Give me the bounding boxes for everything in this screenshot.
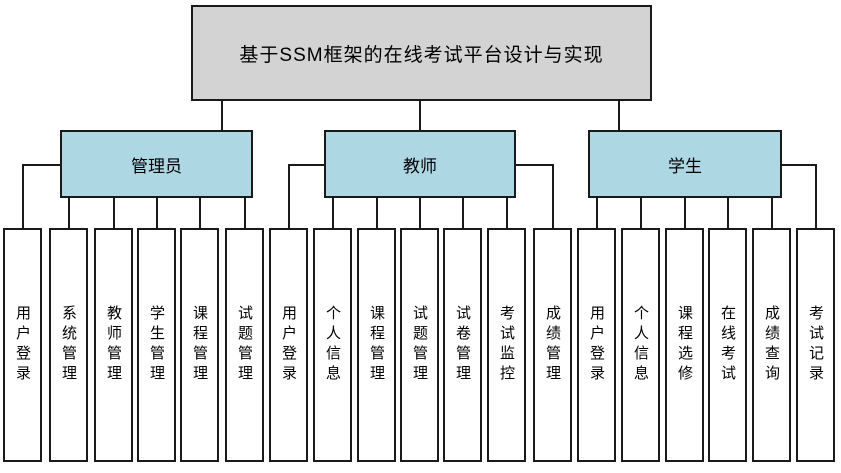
leaf-node-teacher-user-login: 用户登录 <box>269 228 308 462</box>
leaf-label: 用户登录 <box>14 305 31 385</box>
connector-teacher-drop-5 <box>506 197 508 229</box>
leaf-node-admin-student-mgmt: 学生管理 <box>137 228 176 462</box>
connector-admin-drop-2 <box>113 197 115 229</box>
leaf-label: 系统管理 <box>60 305 77 385</box>
leaf-node-teacher-course-mgmt: 课程管理 <box>357 228 396 462</box>
leaf-label: 试题管理 <box>411 305 428 385</box>
leaf-node-teacher-exam-monitor: 考试监控 <box>487 228 526 462</box>
leaf-label: 试卷管理 <box>454 305 471 385</box>
connector-root-student <box>618 100 620 131</box>
leaf-node-admin-question-mgmt: 试题管理 <box>225 228 264 462</box>
group-node-admin-label: 管理员 <box>131 156 182 176</box>
leaf-label: 课程选修 <box>676 305 693 385</box>
root-node-label: 基于SSM框架的在线考试平台设计与实现 <box>239 44 604 66</box>
connector-student-drop-2 <box>640 197 642 229</box>
connector-teacher-drop-4 <box>462 197 464 229</box>
leaf-node-teacher-paper-mgmt: 试卷管理 <box>443 228 482 462</box>
leaf-label: 学生管理 <box>148 305 165 385</box>
connector-teacher-drop-2 <box>376 197 378 229</box>
leaf-node-student-course-elective: 课程选修 <box>665 228 704 462</box>
connector-teacher-drop-3 <box>419 197 421 229</box>
connector-teacher-drop-1 <box>332 197 334 229</box>
connector-student-drop-3 <box>684 197 686 229</box>
group-node-student: 学生 <box>588 130 782 198</box>
leaf-label: 考试记录 <box>807 305 824 385</box>
connector-teacher-left-elbow-v <box>288 164 290 229</box>
leaf-node-admin-course-mgmt: 课程管理 <box>180 228 219 462</box>
connector-teacher-left-elbow-h <box>288 164 326 166</box>
leaf-node-admin-user-login: 用户登录 <box>3 228 42 462</box>
leaf-node-student-user-login: 用户登录 <box>577 228 616 462</box>
leaf-node-teacher-question-mgmt: 试题管理 <box>400 228 439 462</box>
group-node-teacher: 教师 <box>324 130 516 198</box>
connector-admin-drop-4 <box>199 197 201 229</box>
connector-admin-drop-3 <box>156 197 158 229</box>
connector-root-admin <box>221 100 223 131</box>
leaf-label: 试题管理 <box>236 305 253 385</box>
leaf-label: 用户登录 <box>588 305 605 385</box>
leaf-node-teacher-personal-info: 个人信息 <box>313 228 352 462</box>
connector-teacher-right-elbow-v <box>552 164 554 229</box>
connector-root-teacher <box>419 100 421 131</box>
leaf-node-admin-system-mgmt: 系统管理 <box>49 228 88 462</box>
leaf-label: 成绩查询 <box>763 305 780 385</box>
group-node-admin: 管理员 <box>60 130 253 198</box>
leaf-label: 考试监控 <box>498 305 515 385</box>
connector-admin-drop-1 <box>68 197 70 229</box>
leaf-node-admin-teacher-mgmt: 教师管理 <box>94 228 133 462</box>
group-node-teacher-label: 教师 <box>403 156 437 176</box>
connector-admin-drop-5 <box>244 197 246 229</box>
leaf-label: 在线考试 <box>719 305 736 385</box>
leaf-label: 用户登录 <box>280 305 297 385</box>
leaf-node-student-exam-record: 考试记录 <box>796 228 835 462</box>
leaf-label: 成绩管理 <box>544 305 561 385</box>
connector-student-drop-4 <box>727 197 729 229</box>
leaf-label: 个人信息 <box>632 305 649 385</box>
leaf-label: 个人信息 <box>324 305 341 385</box>
connector-student-right-elbow-v <box>815 164 817 229</box>
connector-admin-elbow-v <box>22 164 24 229</box>
connector-teacher-right-elbow-h <box>514 164 554 166</box>
group-node-student-label: 学生 <box>668 156 702 176</box>
leaf-label: 教师管理 <box>105 305 122 385</box>
connector-student-right-elbow-h <box>780 164 817 166</box>
connector-admin-elbow-h <box>22 164 62 166</box>
connector-student-drop-5 <box>771 197 773 229</box>
leaf-label: 课程管理 <box>191 305 208 385</box>
leaf-node-student-online-exam: 在线考试 <box>708 228 747 462</box>
connector-student-drop-1 <box>596 197 598 229</box>
root-node: 基于SSM框架的在线考试平台设计与实现 <box>191 5 652 101</box>
leaf-node-teacher-score-mgmt: 成绩管理 <box>533 228 572 462</box>
leaf-node-student-score-query: 成绩查询 <box>752 228 791 462</box>
leaf-node-student-personal-info: 个人信息 <box>621 228 660 462</box>
leaf-label: 课程管理 <box>368 305 385 385</box>
